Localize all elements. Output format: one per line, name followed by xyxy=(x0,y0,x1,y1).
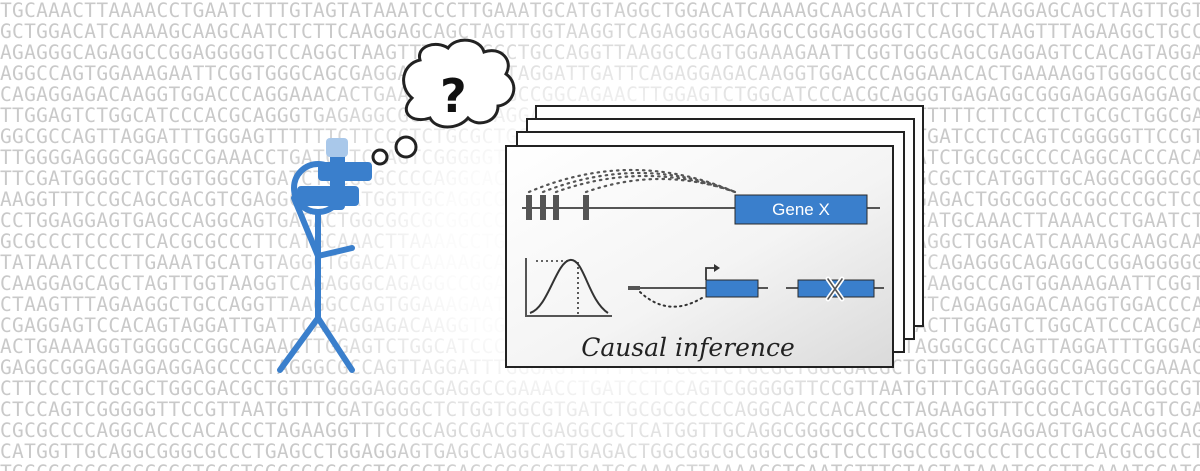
thought-dot-small xyxy=(371,148,389,166)
snp-marker-2 xyxy=(540,195,546,220)
target-gene-box xyxy=(705,279,759,298)
knockout-illustration xyxy=(786,276,884,302)
gene-diagram: Gene X xyxy=(522,168,880,225)
figure-right-arm xyxy=(315,245,355,259)
distribution-plot xyxy=(525,258,612,317)
snp-marker-3 xyxy=(553,195,559,220)
tss-arrow-icon xyxy=(705,267,716,280)
figure-left-arm xyxy=(291,195,321,259)
signpost-icon xyxy=(297,138,372,210)
figure-left-leg xyxy=(277,315,321,373)
gene-x-label: Gene X xyxy=(772,200,830,219)
promoter-illustration xyxy=(628,264,768,308)
snp-marker-4 xyxy=(583,195,589,220)
slide-caption: Causal inference xyxy=(581,333,795,362)
slide-stack xyxy=(505,105,924,368)
thought-dot-medium xyxy=(394,135,418,159)
gene-x-box xyxy=(734,194,868,225)
regulatory-arcs xyxy=(527,168,737,194)
promoter-loop xyxy=(639,291,703,308)
snp-marker-1 xyxy=(526,195,532,220)
thought-bubble xyxy=(371,38,516,166)
stick-figure xyxy=(277,161,355,373)
slide-front xyxy=(505,145,894,368)
density-curve xyxy=(529,259,609,314)
plot-axes xyxy=(525,258,612,317)
thought-cloud xyxy=(402,38,516,129)
figure-right-leg xyxy=(315,315,355,373)
question-mark: ? xyxy=(440,69,467,123)
